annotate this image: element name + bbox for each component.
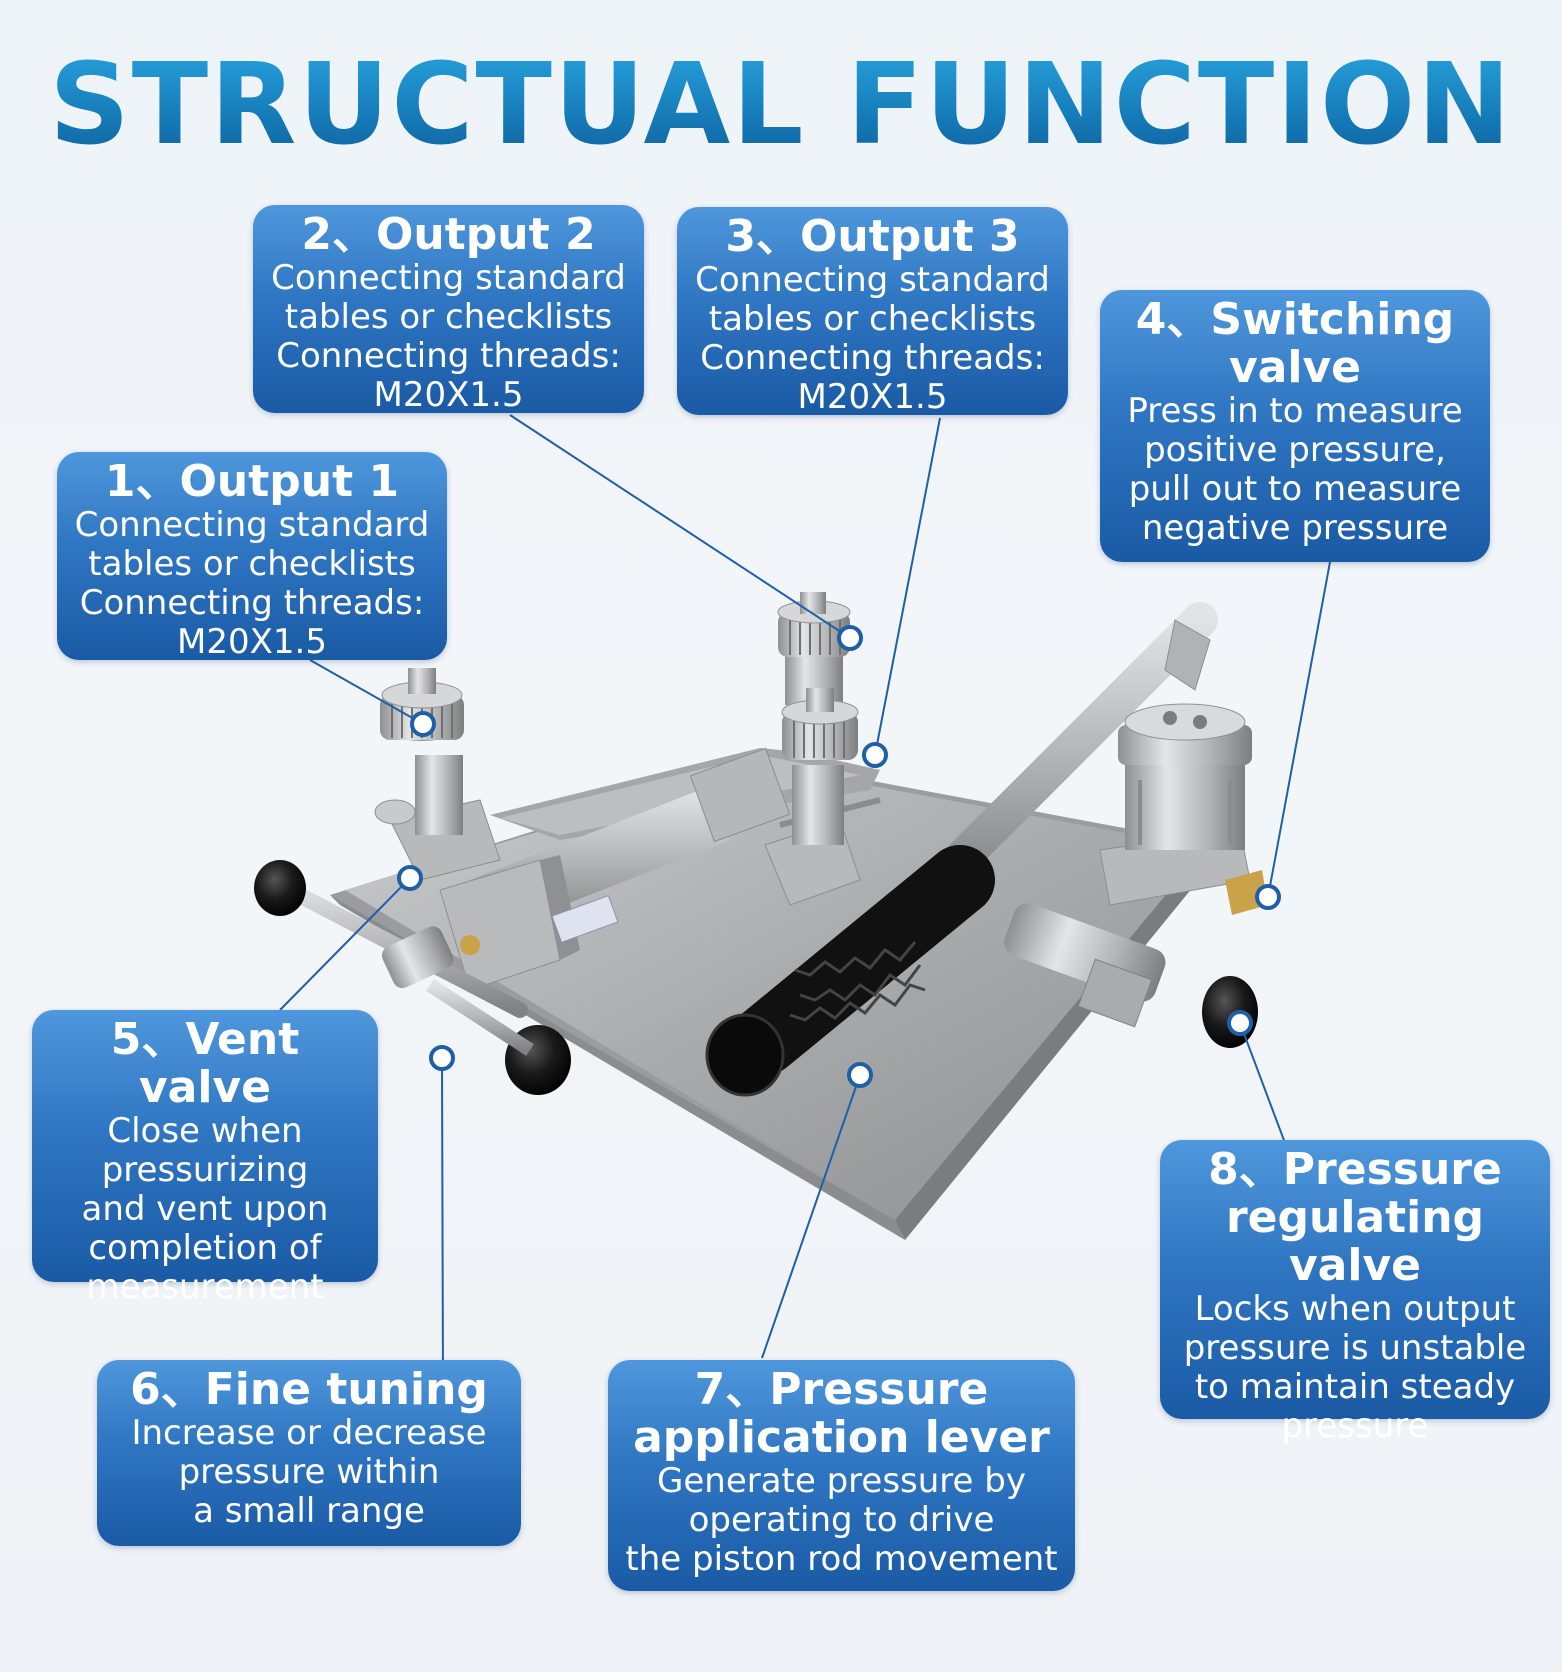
callout-body: Close when pressurizing and vent upon co… — [81, 1111, 329, 1307]
callout-heading: 7、Pressure application lever — [633, 1364, 1050, 1463]
callout-heading: 8、Pressure regulating valve — [1208, 1144, 1502, 1291]
page-title: STRUCTUAL FUNCTION — [0, 40, 1562, 170]
anchor-dot-2 — [837, 625, 863, 651]
callout-output-2: 2、Output 2 Connecting standard tables or… — [253, 205, 644, 415]
callout-body: Connecting standard tables or checklists… — [695, 260, 1050, 417]
pump-tube — [439, 747, 881, 991]
callout-body: Generate pressure by operating to drive … — [625, 1461, 1058, 1579]
anchor-dots — [397, 625, 1281, 1088]
vent-valve-handle — [254, 799, 571, 1095]
callout-body: Locks when output pressure is unstable t… — [1183, 1289, 1527, 1446]
output-1-fitting — [380, 668, 501, 881]
callout-heading: 2、Output 2 — [301, 209, 596, 260]
callout-heading: 4、Switching valve — [1135, 294, 1455, 393]
pressure-lever — [705, 602, 1218, 1097]
callout-body: Press in to measure positive pressure, p… — [1127, 391, 1463, 548]
callout-switching-valve: 4、Switching valve Press in to measure po… — [1100, 290, 1490, 562]
anchor-dot-4 — [1255, 884, 1281, 910]
callout-pressure-lever: 7、Pressure application lever Generate pr… — [608, 1360, 1075, 1591]
callout-fine-tuning: 6、Fine tuning Increase or decrease press… — [97, 1360, 521, 1546]
callout-output-3: 3、Output 3 Connecting standard tables or… — [677, 207, 1068, 417]
callout-heading: 1、Output 1 — [104, 456, 400, 507]
anchor-dot-8 — [1227, 1010, 1253, 1036]
callout-vent-valve: 5、Vent valve Close when pressurizing and… — [32, 1010, 378, 1307]
callout-body: Increase or decrease pressure within a s… — [131, 1413, 487, 1531]
callout-heading: 5、Vent valve — [110, 1014, 300, 1113]
output-3-fitting — [764, 688, 861, 906]
callout-heading: 6、Fine tuning — [130, 1364, 488, 1415]
pump-cylinder — [1004, 703, 1268, 1048]
anchor-dot-3 — [862, 742, 888, 768]
callout-output-1: 1、Output 1 Connecting standard tables or… — [57, 452, 447, 662]
callout-pressure-regulating-valve: 8、Pressure regulating valve Locks when o… — [1160, 1140, 1550, 1446]
callout-body: Connecting standard tables or checklists… — [74, 505, 430, 662]
anchor-dot-7 — [847, 1062, 873, 1088]
anchor-dot-5 — [397, 865, 423, 891]
callout-body: Connecting standard tables or checklists… — [271, 258, 626, 415]
anchor-dot-6 — [429, 1045, 455, 1071]
callout-heading: 3、Output 3 — [725, 211, 1020, 262]
anchor-dot-1 — [410, 711, 436, 737]
leader-lines — [279, 414, 1331, 1391]
